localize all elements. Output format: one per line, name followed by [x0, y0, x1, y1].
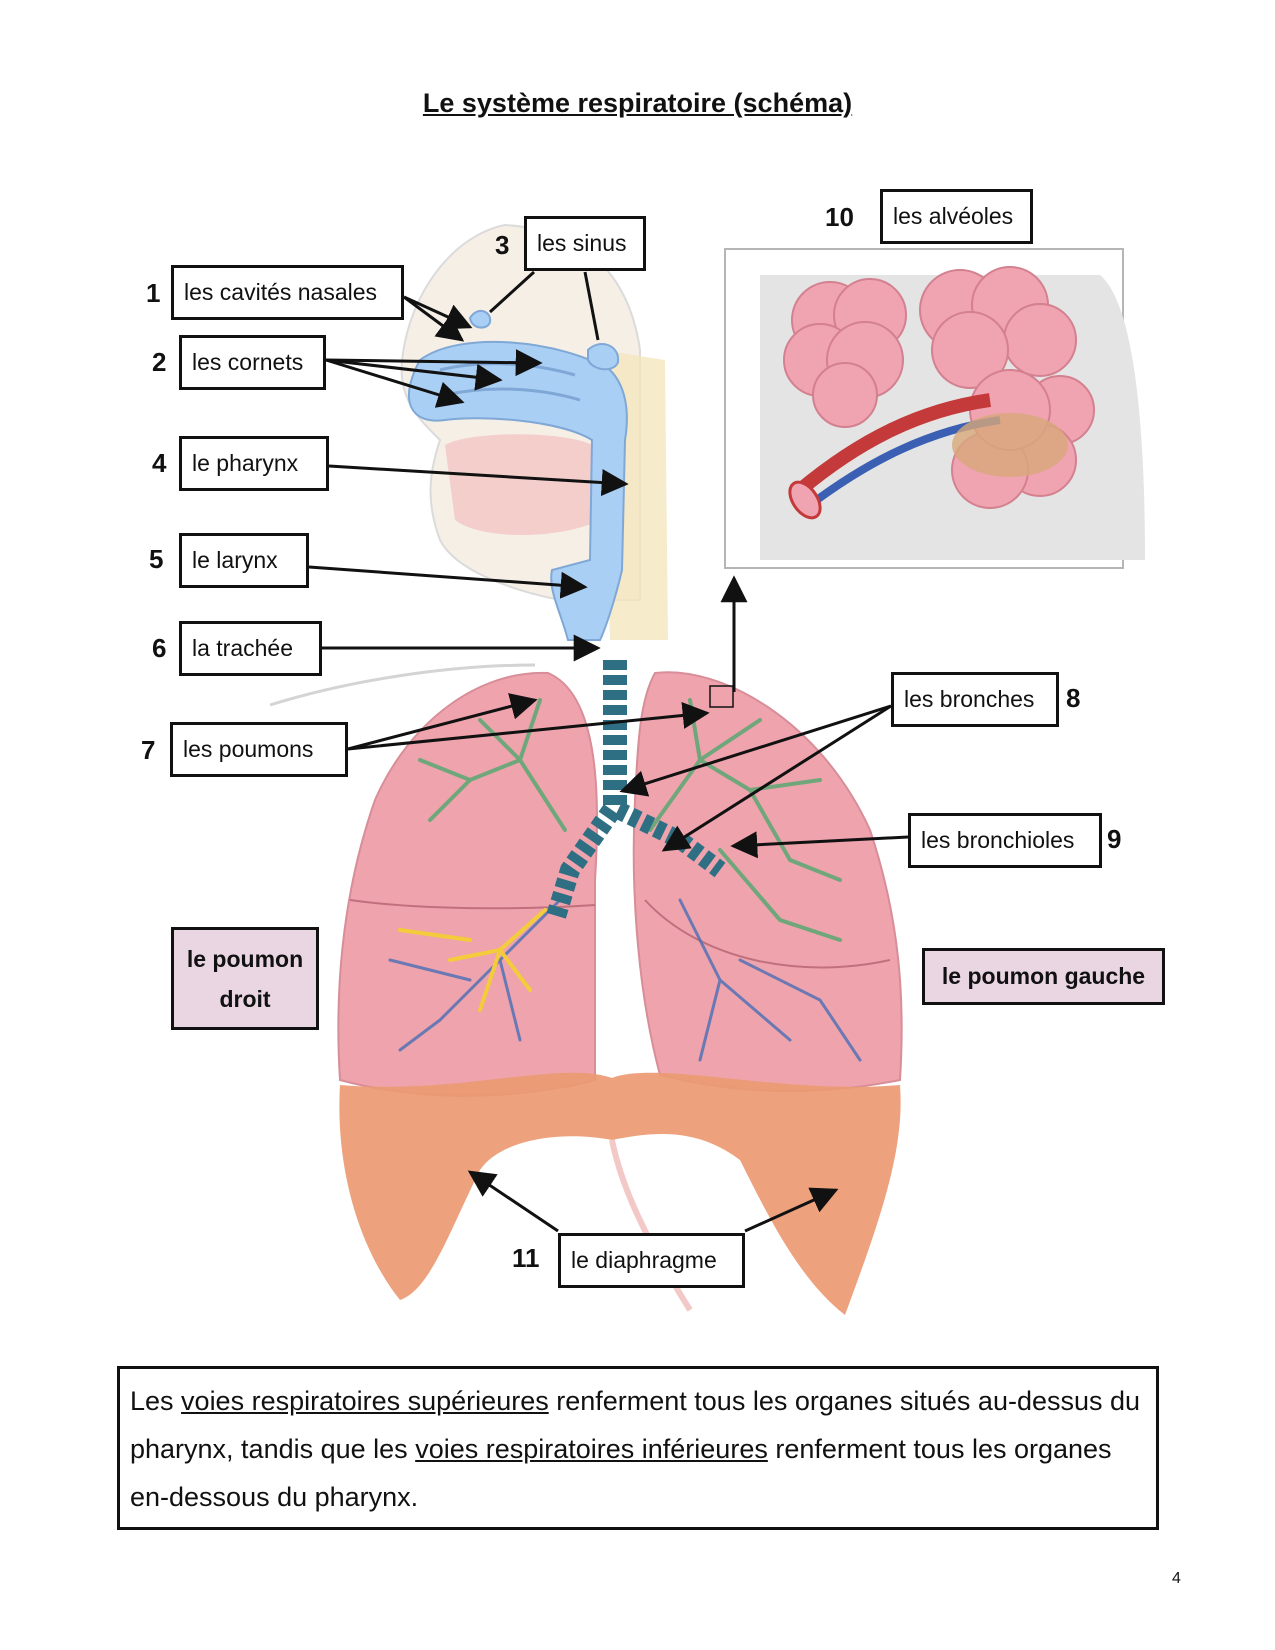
note-box: Les voies respiratoires supérieures renf… [117, 1366, 1159, 1530]
label-cornets: les cornets [179, 335, 326, 390]
label-alveoles: les alvéoles [880, 189, 1033, 244]
page-number: 4 [1172, 1570, 1181, 1587]
note-text-2: renferment tous les organes situés au-de… [130, 1386, 1141, 1464]
label-number-9: 9 [1107, 824, 1122, 854]
label-diaphragme: le diaphragme [558, 1233, 745, 1288]
label-number-7: 7 [141, 735, 156, 765]
page-title: Le système respiratoire (schéma) [422, 88, 853, 118]
note-text-3: renferment tous les organes en-dessous d… [130, 1434, 1112, 1512]
label-poumon-gauche: le poumon gauche [922, 948, 1165, 1005]
label-number-1: 1 [146, 278, 161, 308]
label-poumons: les poumons [170, 722, 348, 777]
label-bronchioles: les bronchioles [908, 813, 1102, 868]
label-cavites-nasales: les cavités nasales [171, 265, 404, 320]
label-number-8: 8 [1066, 683, 1081, 713]
note-lower-airways: voies respiratoires inférieures [415, 1434, 768, 1464]
label-pharynx: le pharynx [179, 436, 329, 491]
label-trachee: la trachée [179, 621, 322, 676]
label-number-11: 11 [512, 1243, 540, 1273]
label-number-10: 10 [825, 202, 854, 232]
label-number-3: 3 [495, 230, 510, 260]
label-larynx: le larynx [179, 533, 309, 588]
note-upper-airways: voies respiratoires supérieures [181, 1386, 549, 1416]
upper-airway [407, 309, 628, 641]
note-text-1: Les [130, 1386, 182, 1416]
label-sinus: les sinus [524, 216, 646, 271]
alveoli-inset [724, 248, 1145, 569]
label-number-4: 4 [152, 448, 167, 478]
trachea [545, 660, 726, 923]
label-number-6: 6 [152, 633, 167, 663]
label-bronches: les bronches [891, 672, 1059, 727]
label-number-5: 5 [149, 544, 164, 574]
leader-lines [308, 270, 909, 1233]
label-poumon-droit: le poumon droit [171, 927, 319, 1030]
label-number-2: 2 [152, 347, 167, 377]
